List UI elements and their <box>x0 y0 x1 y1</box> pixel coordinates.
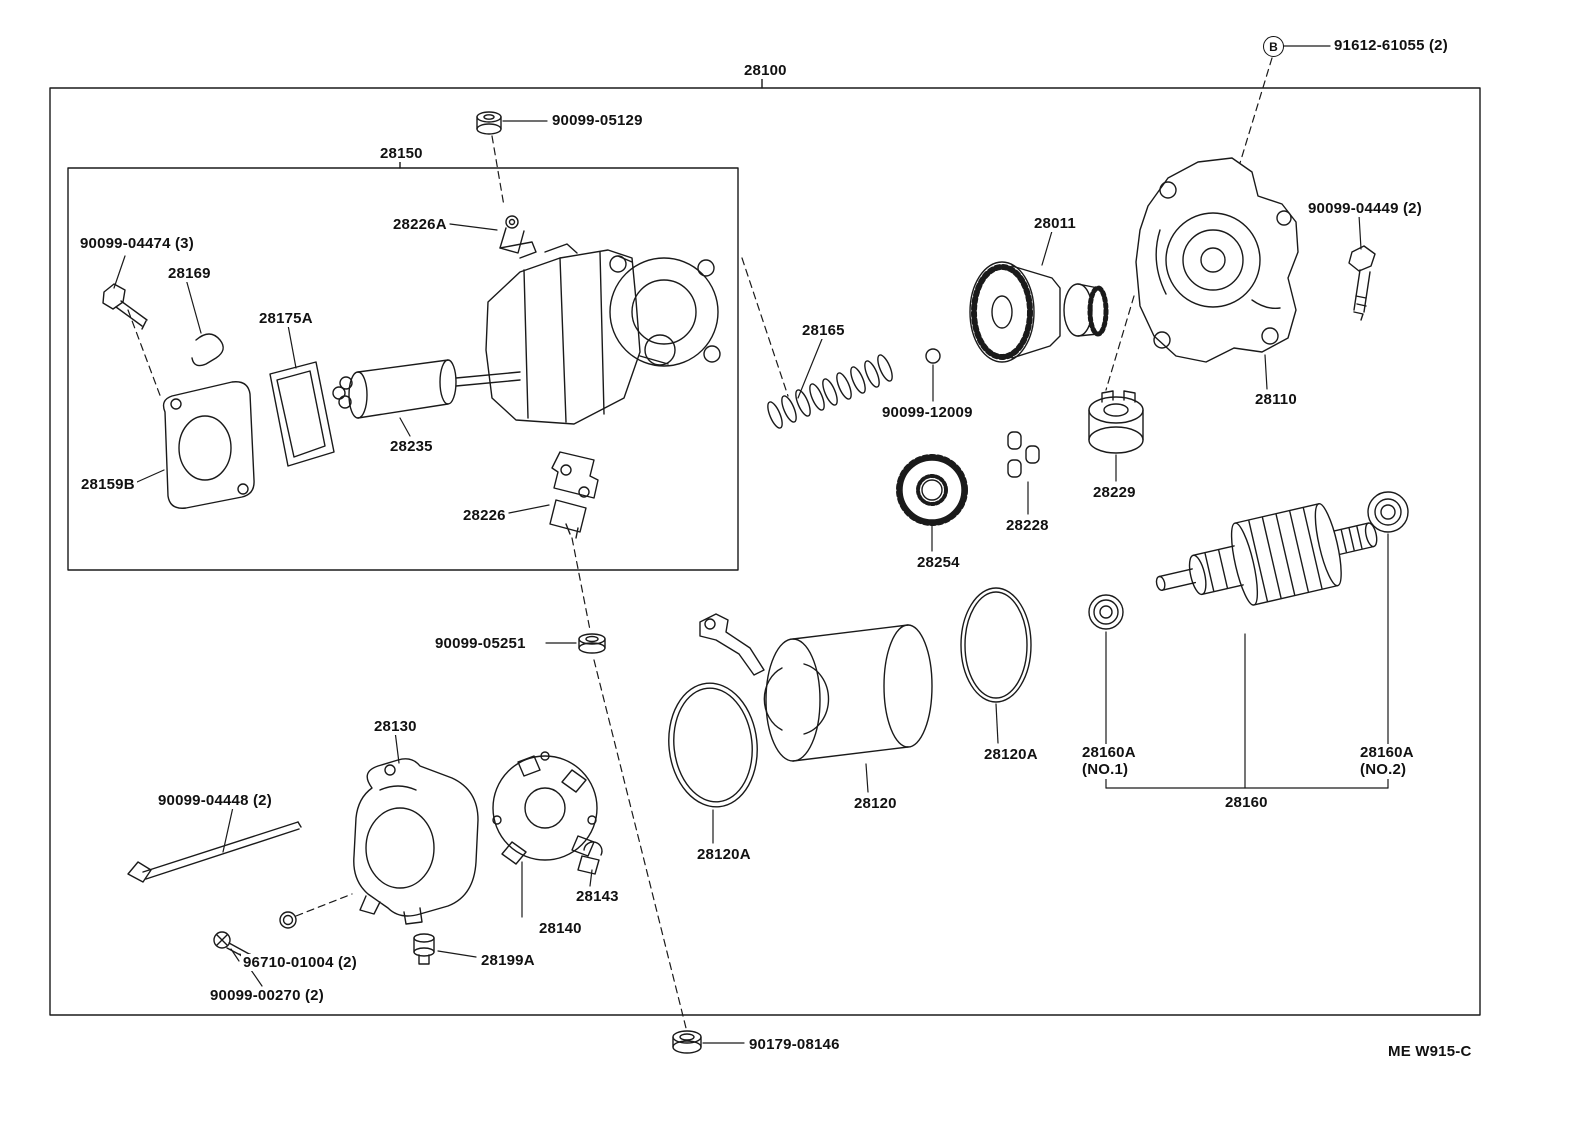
label-28199A: 28199A <box>479 952 537 970</box>
part-oring-small <box>279 911 297 929</box>
part-28160a-no1 <box>1088 594 1124 630</box>
part-28160a-no2 <box>1367 491 1409 533</box>
part-28160-armature <box>1155 503 1378 606</box>
part-28120 <box>699 613 933 762</box>
circled-b-marker: B <box>1263 36 1284 57</box>
part-28165 <box>767 354 893 429</box>
part-28228 <box>1007 431 1040 478</box>
label-90179-08146: 90179-08146 <box>747 1036 842 1054</box>
label-28110: 28110 <box>1253 391 1299 409</box>
part-28140 <box>492 751 598 865</box>
circled-b-letter: B <box>1269 39 1278 54</box>
leader-lines <box>113 45 1389 1044</box>
part-28254 <box>896 454 968 526</box>
part-90099-04448 <box>127 821 302 883</box>
label-90099-12009: 90099-12009 <box>880 404 975 422</box>
part-28199a <box>413 933 435 965</box>
label-28130: 28130 <box>372 718 419 736</box>
label-28100: 28100 <box>742 62 789 80</box>
part-28159b <box>162 381 255 509</box>
part-28226a <box>499 215 537 259</box>
part-28110 <box>1135 157 1299 363</box>
part-28226 <box>549 451 599 539</box>
part-28130 <box>353 758 479 925</box>
label-28011: 28011 <box>1032 215 1078 233</box>
label-28228: 28228 <box>1004 517 1051 535</box>
label-90099-04474: 90099-04474 (3) <box>78 235 196 253</box>
label-28120A-left: 28120A <box>695 846 753 864</box>
part-28229 <box>1088 390 1144 454</box>
label-90099-00270: 90099-00270 (2) <box>208 987 326 1005</box>
part-28143 <box>577 841 603 875</box>
label-28175A: 28175A <box>257 310 315 328</box>
label-28140: 28140 <box>537 920 584 938</box>
main-assembly-border <box>49 87 1481 1016</box>
label-28160A-no2: 28160A (NO.2) <box>1358 744 1416 779</box>
label-28120A-right: 28120A <box>982 746 1040 764</box>
label-28159B: 28159B <box>79 476 137 494</box>
label-28229: 28229 <box>1091 484 1138 502</box>
part-90179-08146 <box>672 1030 702 1054</box>
part-90099-04449 <box>1348 245 1376 321</box>
label-96710-01004: 96710-01004 (2) <box>241 954 359 972</box>
label-28120: 28120 <box>852 795 899 813</box>
label-28160A-no1: 28160A (NO.1) <box>1080 744 1138 779</box>
label-28143: 28143 <box>574 888 621 906</box>
label-90099-04448: 90099-04448 (2) <box>156 792 274 810</box>
part-90099-05251 <box>578 633 606 654</box>
part-90099-04474 <box>102 283 148 330</box>
part-28175a <box>269 361 335 467</box>
label-90099-04449: 90099-04449 (2) <box>1306 200 1424 218</box>
label-90099-05251: 90099-05251 <box>433 635 528 653</box>
label-28235: 28235 <box>388 438 435 456</box>
label-footer-code: ME W915-C <box>1386 1043 1474 1061</box>
part-90099-12009 <box>925 348 941 364</box>
label-28226: 28226 <box>461 507 508 525</box>
part-solenoid-housing <box>485 243 721 425</box>
solenoid-subassembly-border <box>67 167 739 571</box>
label-28165: 28165 <box>800 322 847 340</box>
label-28169: 28169 <box>166 265 213 283</box>
label-90099-05129: 90099-05129 <box>550 112 645 130</box>
label-28226A: 28226A <box>391 216 449 234</box>
label-28254: 28254 <box>915 554 962 572</box>
label-28160: 28160 <box>1223 794 1270 812</box>
part-28120a-right <box>960 587 1032 703</box>
label-28150: 28150 <box>378 145 425 163</box>
label-91612-61055: 91612-61055 (2) <box>1332 37 1450 55</box>
part-28011 <box>969 261 1109 363</box>
part-90099-05129 <box>476 111 502 135</box>
part-28120a-left <box>668 682 758 808</box>
dashed-lines <box>127 57 1273 1029</box>
part-28169 <box>191 333 224 367</box>
part-28235 <box>332 359 521 419</box>
